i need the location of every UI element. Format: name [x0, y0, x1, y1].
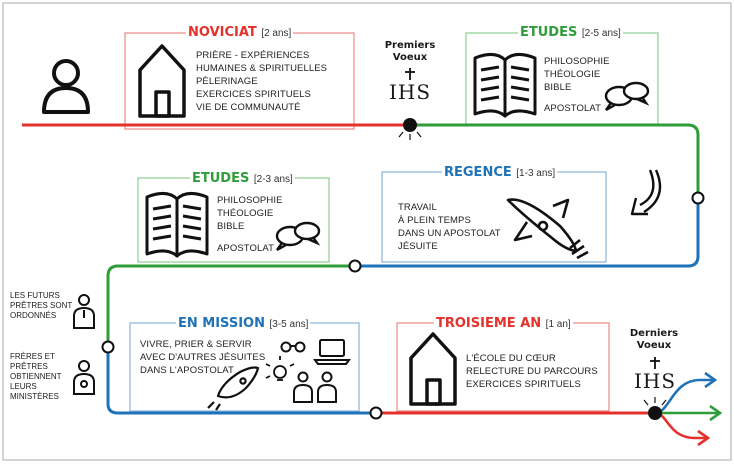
premiers-voeux-line2: Voeux — [392, 52, 428, 63]
speech-bubbles-icon-mid — [275, 221, 321, 252]
etudes-mid-heading: ETUDES [2-3 ans] — [190, 172, 295, 185]
laptop-icon — [313, 339, 351, 365]
etudes-mid-title: ETUDES — [192, 171, 250, 186]
derniers-voeux-line1: Derniers — [629, 328, 679, 339]
troisieme-item: RELECTURE DU PARCOURS — [466, 366, 598, 377]
speech-bubbles-icon-top — [604, 81, 650, 112]
outer-border — [2, 2, 732, 461]
noviciat-item: EXERCICES SPIRITUELS — [196, 89, 311, 100]
mission-item: AVEC D'AUTRES JÉSUITES — [140, 352, 266, 363]
mission-rocket-icon — [207, 366, 260, 411]
minister-icon — [73, 360, 95, 395]
mission-title: EN MISSION — [178, 316, 265, 331]
etudes-mid-item: PHILOSOPHIE — [217, 195, 283, 206]
etudes-top-item: BIBLE — [544, 82, 572, 93]
glasses-icon — [280, 341, 306, 353]
troisieme-item: L'ÉCOLE DU CŒUR — [466, 353, 556, 364]
troisieme-duration: [1 an] — [545, 319, 571, 330]
ministries-line: LEURS — [10, 382, 37, 391]
curved-arrow-icon — [630, 169, 662, 216]
cross-icon-premiers — [405, 68, 415, 80]
etudes-top-apostolat: APOSTOLAT — [544, 103, 602, 114]
noviciat-title: NOVICIAT — [188, 25, 257, 40]
regence-item: À PLEIN TEMPS — [398, 215, 471, 226]
mission-item: VIVRE, PRIER & SERVIR — [140, 339, 252, 350]
book-icon-mid — [145, 192, 209, 258]
ministries-line: MINISTÈRES — [10, 392, 59, 401]
mission-item: DANS L'APOSTOLAT — [140, 365, 234, 376]
mission-duration: [3-5 ans] — [269, 319, 309, 330]
regence-node — [691, 191, 705, 205]
person-icon — [42, 59, 90, 114]
ministries-line: PRÊTRES — [10, 362, 48, 371]
ministries-line: OBTIENNENT — [10, 372, 62, 381]
ordination-node — [101, 340, 115, 354]
noviciat-item: HUMAINES & SPIRITUELLES — [196, 63, 328, 74]
regence-item: DANS UN APOSTOLAT — [398, 228, 501, 239]
premiers-voeux-rays-icon — [398, 131, 422, 140]
noviciat-item: PRIÈRE - EXPÉRIENCES — [196, 50, 310, 61]
priest-icon — [73, 294, 95, 329]
regence-heading: REGENCE [1-3 ans] — [442, 165, 558, 180]
derniers-voeux-node — [648, 406, 662, 420]
etudes-node — [348, 259, 362, 273]
branch-green-arrowhead — [709, 404, 723, 422]
ordained-line: LES FUTURS — [10, 291, 60, 300]
derniers-voeux-monogram: IHS — [634, 369, 677, 393]
ministries-note: FRÈRES ET PRÊTRES OBTIENNENT LEURS MINIS… — [10, 352, 62, 402]
etudes-top-title: ETUDES — [520, 25, 578, 40]
etudes-top-item: PHILOSOPHIE — [544, 56, 610, 67]
premiers-voeux-line1: Premiers — [384, 40, 436, 51]
regence-item: JÉSUITE — [398, 241, 438, 252]
branch-red-arrowhead — [697, 429, 711, 447]
derniers-voeux-label: Derniers Voeux — [622, 328, 686, 352]
etudes-mid-item: BIBLE — [217, 221, 245, 232]
jesuits-pair-icon — [293, 371, 337, 403]
premiers-voeux-node — [403, 118, 417, 132]
timeline-blue-bottom — [106, 347, 376, 415]
cross-icon-derniers — [650, 357, 660, 369]
ministries-line: FRÈRES ET — [10, 352, 55, 361]
house-icon — [138, 44, 186, 118]
book-icon-top — [473, 53, 537, 118]
troisieme-title: TROISIEME AN — [436, 316, 542, 331]
etudes-mid-duration: [2-3 ans] — [253, 174, 293, 185]
branch-blue-arrowhead — [704, 371, 718, 389]
branch-red — [654, 411, 706, 440]
ordained-note: LES FUTURS PRÊTRES SONT ORDONNÉS — [10, 291, 72, 321]
etudes-mid-item: THÉOLOGIE — [217, 208, 274, 219]
regence-title: REGENCE — [444, 165, 512, 180]
noviciat-item: VIE DE COMMUNAUTÉ — [196, 102, 301, 113]
noviciat-heading: NOVICIAT [2 ans] — [186, 25, 294, 40]
derniers-voeux-rays-icon — [643, 397, 667, 406]
mission-heading: EN MISSION [3-5 ans] — [176, 316, 311, 331]
premiers-voeux-label: Premiers Voeux — [378, 40, 442, 64]
troisieme-node — [369, 406, 383, 420]
noviciat-duration: [2 ans] — [261, 28, 292, 39]
rocket-icon — [506, 198, 589, 260]
regence-item: TRAVAIL — [398, 202, 437, 213]
etudes-top-duration: [2-5 ans] — [581, 28, 621, 39]
timeline-green-mid — [106, 264, 355, 347]
etudes-mid-apostolat: APOSTOLAT — [217, 243, 275, 254]
etudes-top-heading: ETUDES [2-5 ans] — [518, 26, 623, 39]
ordained-line: PRÊTRES SONT — [10, 301, 73, 310]
premiers-voeux-monogram: IHS — [389, 80, 432, 104]
regence-duration: [1-3 ans] — [516, 168, 556, 179]
house-icon-troisieme — [409, 332, 457, 406]
noviciat-item: PÈLERINAGE — [196, 76, 258, 87]
timeline-blue-mid — [355, 198, 700, 268]
troisieme-item: EXERCICES SPIRITUELS — [466, 379, 581, 390]
lightbulb-icon — [265, 356, 295, 381]
ordained-line: ORDONNÉS — [10, 311, 57, 320]
derniers-voeux-line2: Voeux — [636, 340, 672, 351]
troisieme-heading: TROISIEME AN [1 an] — [434, 317, 573, 330]
timeline-green-top — [410, 123, 700, 198]
etudes-top-item: THÉOLOGIE — [544, 69, 601, 80]
